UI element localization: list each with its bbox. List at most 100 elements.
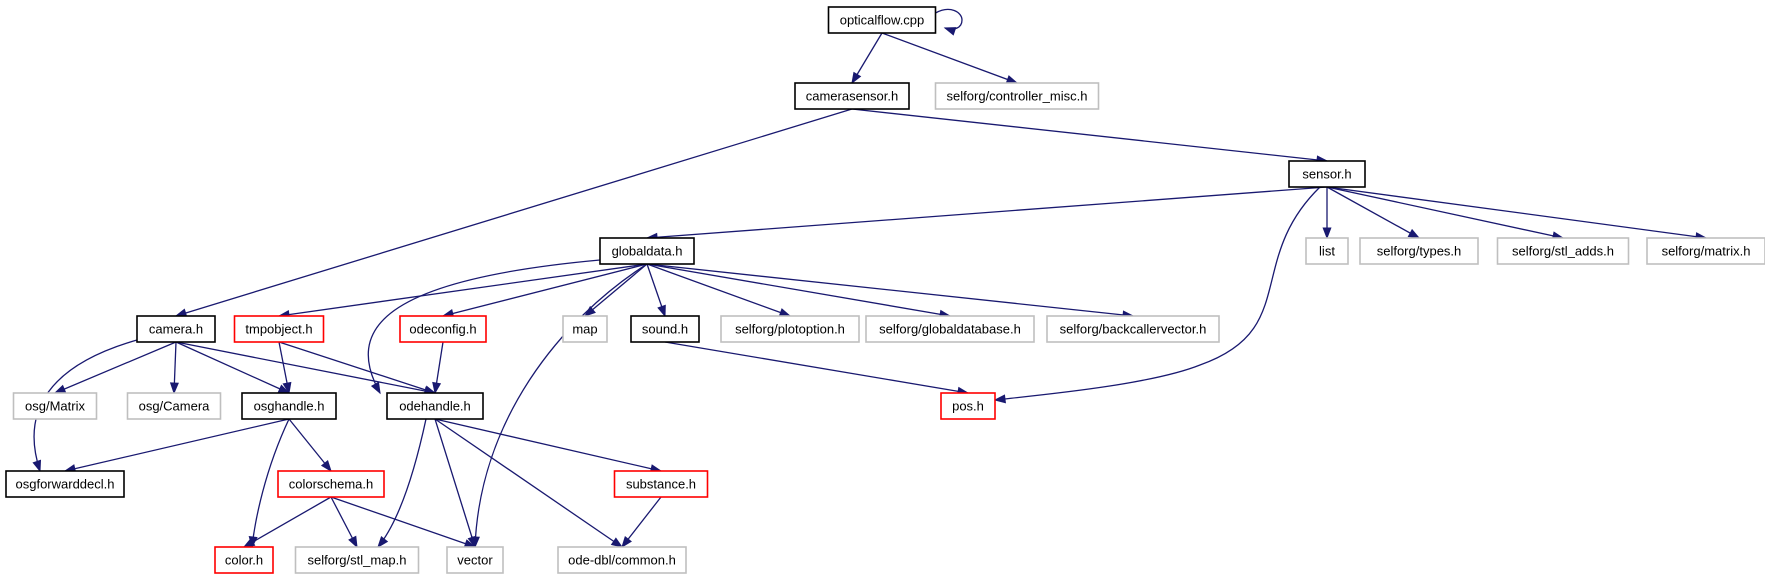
edge-odehandle-to-substance xyxy=(434,418,663,474)
node-label: list xyxy=(1319,244,1335,259)
edge-arrowhead xyxy=(320,459,332,473)
edge-globaldata-to-sound xyxy=(646,263,666,318)
node-box xyxy=(136,315,216,343)
node-stl_map[interactable]: selforg/stl_map.h xyxy=(294,546,420,574)
edge-sensor-to-pos xyxy=(993,186,1321,404)
node-camera[interactable]: camera.h xyxy=(136,315,216,343)
node-stl_adds[interactable]: selforg/stl_adds.h xyxy=(1496,237,1630,265)
edge-camera-to-osghandle xyxy=(175,341,291,394)
node-types[interactable]: selforg/types.h xyxy=(1359,237,1479,265)
edge-odehandle-to-common xyxy=(434,418,624,548)
node-label: selforg/globaldatabase.h xyxy=(879,322,1021,337)
node-box xyxy=(630,315,700,343)
node-box xyxy=(934,82,1100,110)
edge-line xyxy=(175,108,853,317)
node-label: sensor.h xyxy=(1302,167,1351,182)
edge-colorschema-to-stl_map xyxy=(330,496,358,549)
node-box xyxy=(827,6,937,34)
edge-arrowhead xyxy=(467,535,477,549)
node-odeconfig[interactable]: odeconfig.h xyxy=(399,315,487,343)
edge-odehandle-to-stl_map xyxy=(377,418,427,549)
edge-arrowhead xyxy=(53,384,67,394)
edge-arrowhead xyxy=(943,27,957,36)
node-matrix[interactable]: selforg/matrix.h xyxy=(1646,237,1765,265)
edge-line xyxy=(646,186,1328,239)
edge-sensor-to-types xyxy=(1326,186,1421,239)
node-label: pos.h xyxy=(952,399,984,414)
edge-opticalflow-to-controller_misc xyxy=(881,32,1019,84)
node-sound[interactable]: sound.h xyxy=(630,315,700,343)
node-vector[interactable]: vector xyxy=(446,546,504,574)
edge-arrowhead xyxy=(1322,227,1332,240)
node-osghandle[interactable]: osghandle.h xyxy=(241,392,337,420)
node-box xyxy=(865,315,1035,343)
edge-line xyxy=(646,263,951,317)
node-globaldata[interactable]: globaldata.h xyxy=(599,237,695,265)
node-substance[interactable]: substance.h xyxy=(613,470,709,498)
node-odehandle[interactable]: odehandle.h xyxy=(386,392,484,420)
edge-line xyxy=(175,341,290,394)
edge-arrowhead xyxy=(432,381,442,395)
node-backcallervector[interactable]: selforg/backcallervector.h xyxy=(1046,315,1220,343)
edge-line xyxy=(646,263,1134,317)
node-pos[interactable]: pos.h xyxy=(940,392,996,420)
nodes-layer: opticalflow.cpp camerasensor.h selforg/con… xyxy=(5,6,1765,574)
node-tmpobject[interactable]: tmpobject.h xyxy=(233,315,325,343)
edge-arrowhead xyxy=(851,71,862,85)
edge-line xyxy=(175,341,436,394)
node-label: selforg/backcallervector.h xyxy=(1060,322,1207,337)
node-controller_misc[interactable]: selforg/controller_misc.h xyxy=(934,82,1100,110)
node-map[interactable]: map xyxy=(562,315,608,343)
node-plotoption[interactable]: selforg/plotoption.h xyxy=(720,315,860,343)
edge-line xyxy=(330,496,476,548)
edge-line xyxy=(1326,186,1707,239)
edge-osghandle-to-colorschema xyxy=(288,418,332,473)
node-box xyxy=(241,392,337,420)
edge-camera-to-osgmatrix xyxy=(53,341,177,394)
edge-arrowhead xyxy=(32,459,42,473)
node-osgcamera[interactable]: osg/Camera xyxy=(126,392,222,420)
edge-arrowhead xyxy=(1005,75,1019,84)
edge-sensor-to-matrix xyxy=(1326,186,1708,242)
edge-arrowhead xyxy=(583,305,596,317)
node-label: selforg/plotoption.h xyxy=(735,322,845,337)
node-list[interactable]: list xyxy=(1305,237,1349,265)
node-osgforwarddecl[interactable]: osgforwarddecl.h xyxy=(5,470,125,498)
edge-osghandle-to-osgforwarddecl xyxy=(63,418,290,473)
edge-globaldata-to-odeconfig xyxy=(441,263,648,318)
node-box xyxy=(126,392,222,420)
edge-colorschema-to-vector xyxy=(330,496,477,548)
edge-line xyxy=(881,32,1018,84)
edge-line xyxy=(935,8,963,30)
edge-line xyxy=(664,341,969,394)
edge-camerasensor-to-sensor xyxy=(851,108,1329,165)
edge-arrowhead xyxy=(993,394,1006,404)
node-label: selforg/stl_map.h xyxy=(308,553,407,568)
edge-line xyxy=(442,263,648,317)
edge-sound-to-pos xyxy=(664,341,970,396)
node-label: colorschema.h xyxy=(289,477,374,492)
node-globaldatabase[interactable]: selforg/globaldatabase.h xyxy=(865,315,1035,343)
node-box xyxy=(1046,315,1220,343)
edge-line xyxy=(434,418,623,548)
edge-arrowhead xyxy=(169,382,179,395)
node-color[interactable]: color.h xyxy=(214,546,274,574)
node-common[interactable]: ode-dbl/common.h xyxy=(557,546,687,574)
node-opticalflow[interactable]: opticalflow.cpp xyxy=(827,6,937,34)
edge-arrowhead xyxy=(610,537,624,548)
node-label: selforg/matrix.h xyxy=(1662,244,1751,259)
node-label: osg/Camera xyxy=(139,399,211,414)
edge-sensor-to-globaldata xyxy=(645,186,1328,242)
node-osgmatrix[interactable]: osg/Matrix xyxy=(12,392,98,420)
edge-line xyxy=(1326,186,1420,239)
edge-line xyxy=(646,263,791,317)
node-sensor[interactable]: sensor.h xyxy=(1288,160,1366,188)
node-camerasensor[interactable]: camerasensor.h xyxy=(794,82,910,110)
edge-line xyxy=(584,263,648,317)
node-box xyxy=(233,315,325,343)
node-label: osgforwarddecl.h xyxy=(16,477,115,492)
node-colorschema[interactable]: colorschema.h xyxy=(277,470,385,498)
edge-arrowhead xyxy=(377,535,389,549)
node-box xyxy=(1305,237,1349,265)
